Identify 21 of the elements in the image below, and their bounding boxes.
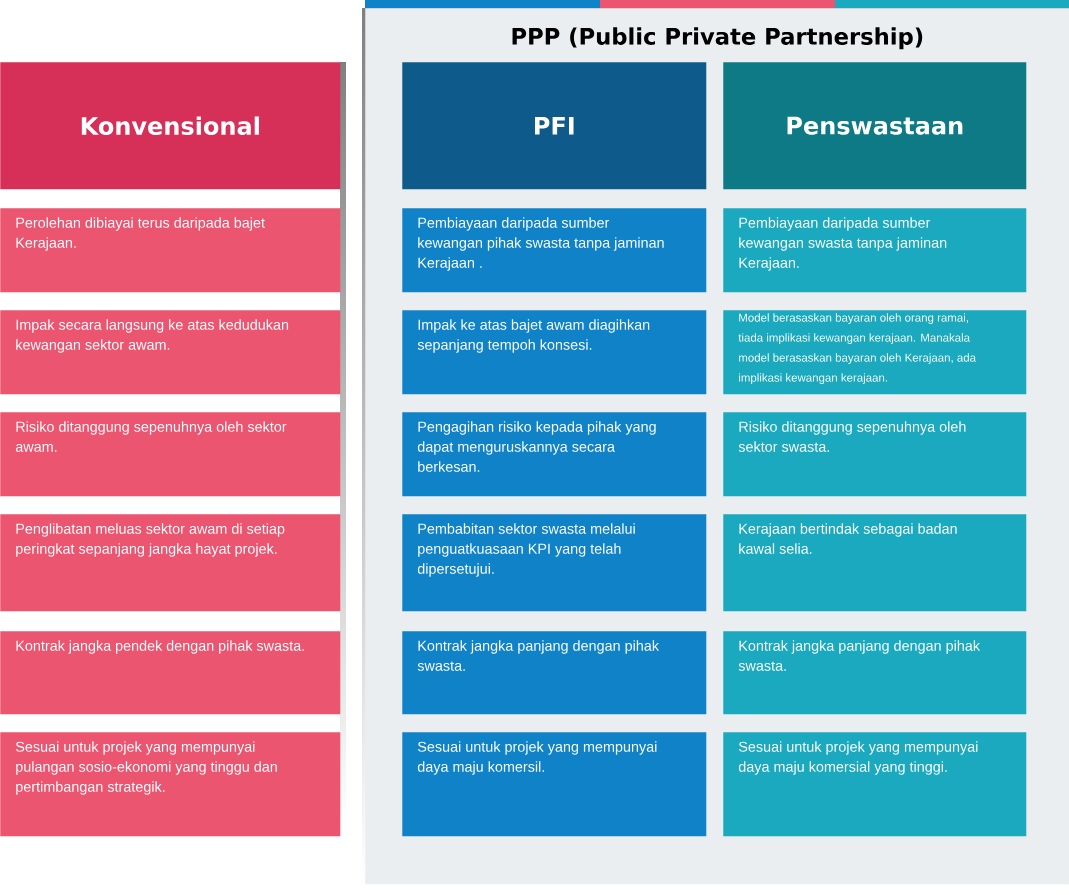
text-cell: Pembiayaan daripada sumber kewangan pihak swasta tanpa jaminan Kerajaan .	[402, 208, 707, 293]
text-cell: Sesuai untuk projek yang mempunyai daya maju komersial yang tinggi.	[723, 732, 1027, 837]
column-header: Konvensional	[0, 62, 341, 190]
text-cell: Sesuai untuk projek yang mempunyai daya maju komersil.	[402, 732, 707, 837]
text-cell: Penglibatan meluas sektor awam di setiap peringkat sepanjang jangka hayat projek.	[0, 514, 341, 612]
text-cell: Perolehan dibiayai terus daripada bajet Kerajaan.	[0, 208, 341, 293]
text-cell: Sesuai untuk projek yang mempunyai pulangan sosio-ekonomi yang tinggu dan pertimbangan strategik.	[0, 732, 341, 837]
text-cell: Risiko ditanggung sepenuhnya oleh sektor awam.	[0, 412, 341, 497]
text-cell: Model berasaskan bayaran oleh orang ramai, tiada implikasi kewangan kerajaan. Manakala model berasaskan bayaran oleh Kerajaan, ada implikasi kewangan kerajaan.	[723, 310, 1027, 395]
text-cell: Kontrak jangka panjang dengan pihak swasta.	[723, 631, 1027, 715]
text-cell: Kontrak jangka panjang dengan pihak swasta.	[402, 631, 707, 715]
column-header: Penswastaan	[723, 62, 1027, 190]
text-cell: Kerajaan bertindak sebagai badan kawal selia.	[723, 514, 1027, 612]
text-cell: Pembabitan sektor swasta melalui penguatkuasaan KPI yang telah dipersetujui.	[402, 514, 707, 612]
text-cell: Pembiayaan daripada sumber kewangan swasta tanpa jaminan Kerajaan.	[723, 208, 1027, 293]
text-cell: Kontrak jangka pendek dengan pihak swasta.	[0, 631, 341, 715]
column-header: PFI	[402, 62, 707, 190]
text-cell: Impak ke atas bajet awam diagihkan sepanjang tempoh konsesi.	[402, 310, 707, 395]
text-cell: Impak secara langsung ke atas kedudukan kewangan sektor awam.	[0, 310, 341, 395]
text-cell: Risiko ditanggung sepenuhnya oleh sektor swasta.	[723, 412, 1027, 497]
text-cell: Pengagihan risiko kepada pihak yang dapat menguruskannya secara berkesan.	[402, 412, 707, 497]
